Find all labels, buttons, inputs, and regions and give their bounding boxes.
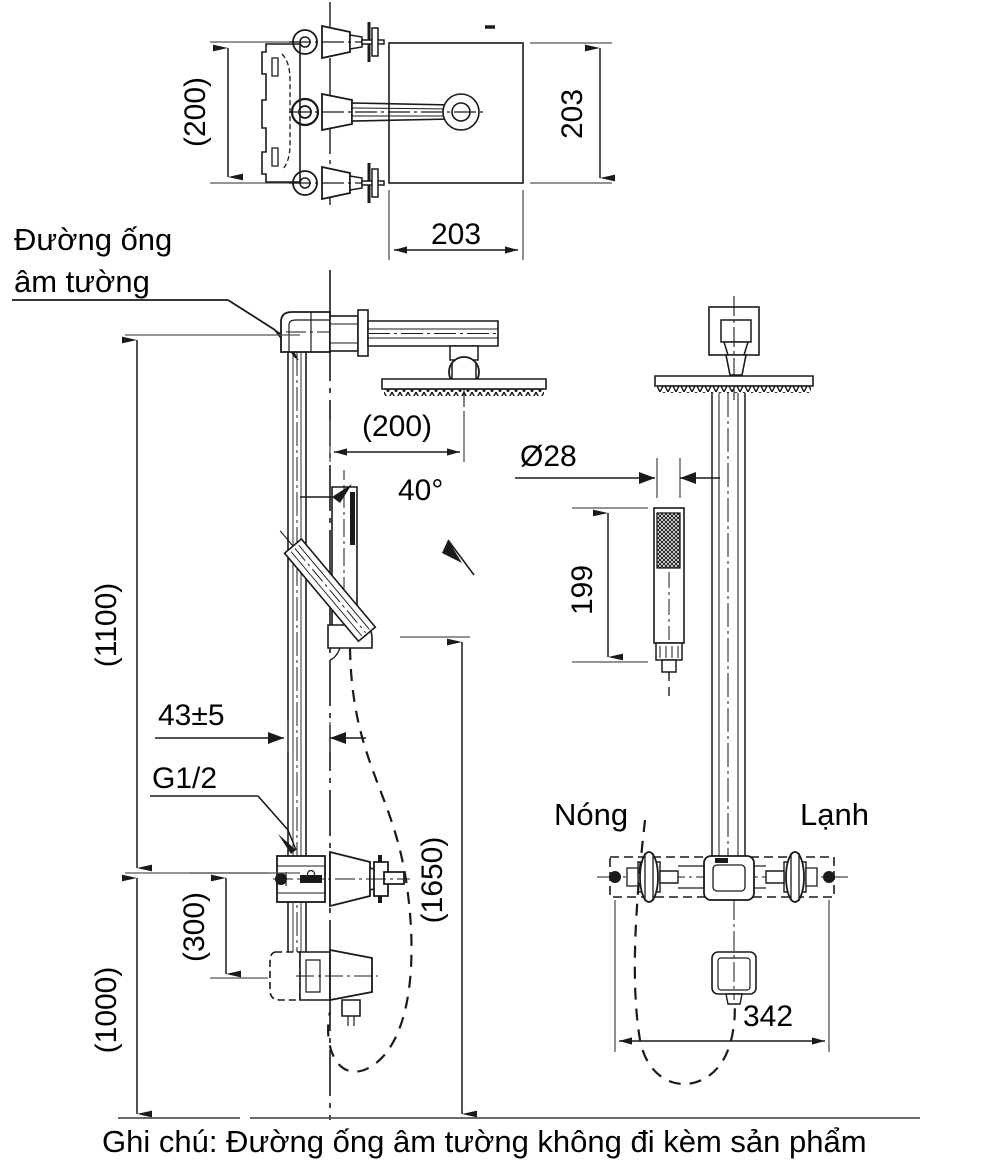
left-elevation-view	[118, 270, 560, 1120]
diverter-holder-side	[279, 470, 475, 661]
shower-arm-side	[367, 320, 499, 388]
mixer-valve-front	[597, 851, 848, 903]
dim-label-199: 199	[566, 565, 599, 615]
dim-label-1650: (1650)	[416, 837, 449, 924]
mixer-valve-side	[273, 829, 410, 908]
label-wall-pipe-line2: âm tường	[14, 264, 150, 299]
dim-label-top-200: (200)	[179, 77, 212, 147]
dim-43pm5	[155, 720, 366, 752]
dim-label-arm-200: (200)	[362, 410, 432, 443]
dim-1000	[118, 874, 240, 1119]
dim-label-40deg: 40°	[398, 474, 443, 507]
dim-342	[614, 900, 830, 1052]
handshower-front	[653, 507, 685, 700]
flange-middle-spout	[289, 92, 485, 132]
flange-bottom	[289, 163, 385, 203]
hot-handle-front	[626, 851, 679, 903]
label-hot: Nóng	[554, 797, 628, 832]
top-elbow-side	[280, 309, 369, 357]
dim-label-342: 342	[743, 1000, 793, 1033]
lower-outlet-side	[269, 948, 378, 1026]
dim-199	[572, 507, 648, 663]
head-plate-plan	[388, 42, 524, 184]
dim-label-43pm5: 43±5	[158, 699, 225, 732]
rain-head-front	[654, 296, 814, 400]
label-wall-pipe-line1: Đường ống	[14, 222, 172, 257]
dim-label-300: (300)	[178, 892, 211, 962]
hose-side	[327, 647, 413, 1073]
dim-label-top-203-vertical: 203	[556, 89, 589, 139]
label-g12: G1/2	[152, 762, 217, 795]
cold-handle-front	[765, 851, 818, 903]
dim-d28	[515, 458, 720, 498]
label-cold: Lạnh	[800, 797, 869, 832]
dim-300	[190, 872, 268, 979]
dim-200-arm-projection	[329, 412, 465, 462]
riser-pipe-front	[711, 393, 746, 870]
dim-label-top-203-horizontal: 203	[431, 218, 481, 251]
top-view-plan	[210, 2, 615, 260]
dim-label-1100: (1100)	[90, 583, 123, 668]
rain-head-side	[381, 378, 547, 412]
right-elevation-view	[515, 296, 848, 1086]
dim-label-d28: Ø28	[520, 440, 577, 473]
valve-body-plan	[261, 43, 301, 183]
dim-label-1000: (1000)	[90, 967, 123, 1054]
wall-pipe-leader	[12, 299, 299, 361]
note-text: Ghi chú: Đường ống âm tường không đi kèm…	[102, 1124, 867, 1159]
dim-1650	[250, 636, 560, 1119]
lower-outlet-front	[711, 900, 757, 1005]
flange-top	[289, 22, 385, 62]
